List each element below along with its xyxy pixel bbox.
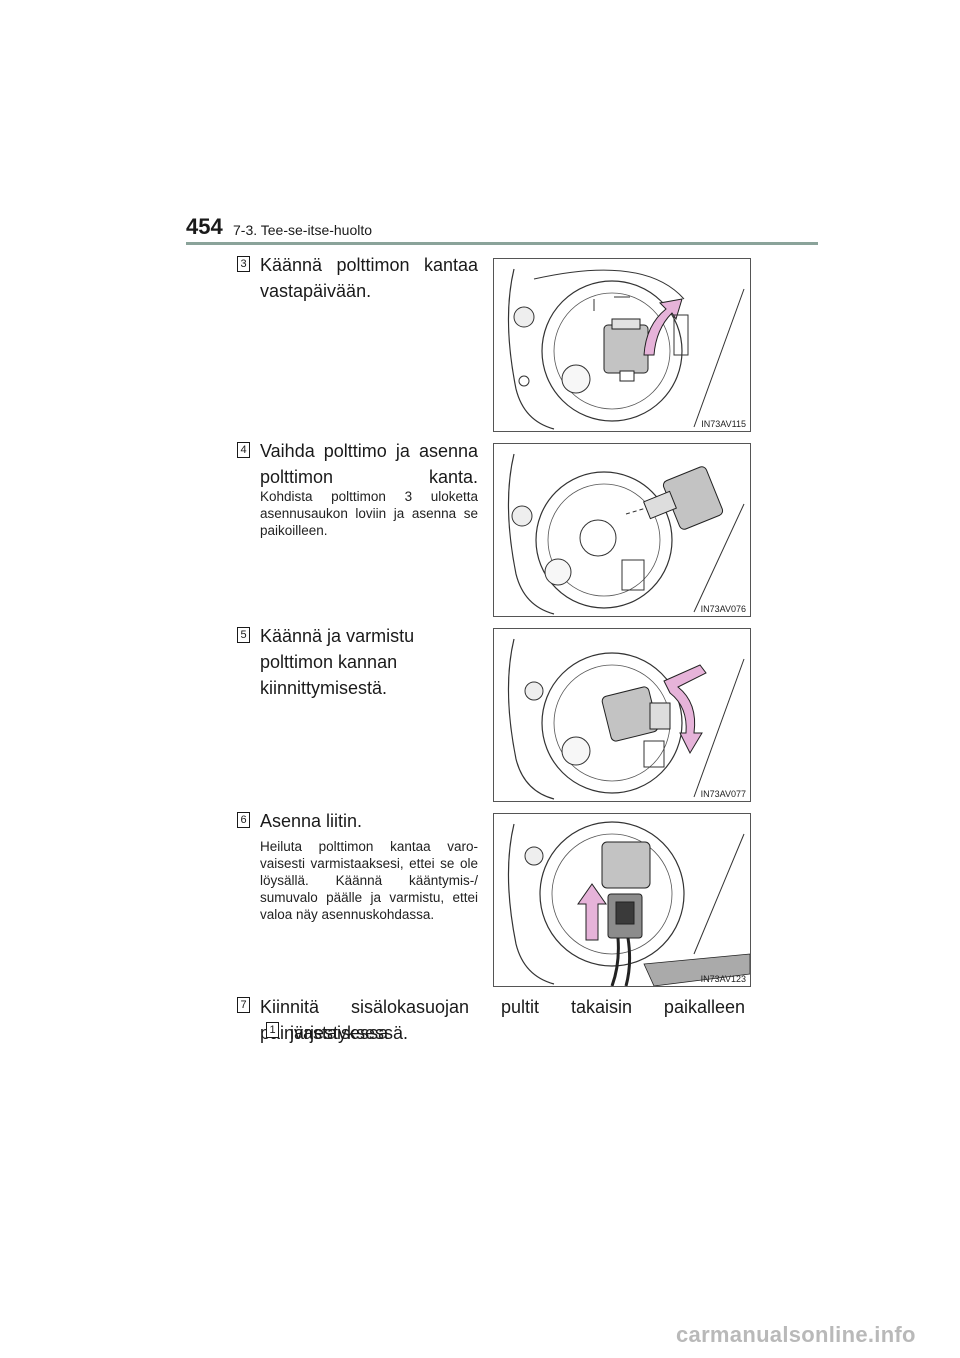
push-arrow-icon [577,883,607,941]
step-number-badge: 7 [237,997,250,1013]
bulb-socket-icon [603,324,649,374]
figure-bulb-socket-counterclockwise: IN73AV115 [493,258,751,432]
step-title: Vaihda polttimo ja asenna polttimon kant… [260,441,478,487]
step-number-badge: 6 [237,812,250,828]
figure-code: IN73AV115 [701,419,746,429]
step-number-badge: 4 [237,442,250,458]
header-rule [186,242,818,245]
step-title: Käännä ja varmistu polttimon kannan kiin… [260,626,415,698]
section-title: 7-3. Tee-se-itse-huolto [233,222,373,238]
rotation-arrow-icon [643,298,683,356]
figure-replace-bulb: IN73AV076 [493,443,751,617]
step-number-badge: 3 [237,256,250,272]
step-number-badge: 5 [237,627,250,643]
step-note: Heiluta polttimon kantaa varo-vaisesti v… [260,839,478,922]
figure-install-connector: IN73AV123 [493,813,751,987]
rotation-arrow-icon [663,664,707,755]
step-title: Asenna liitin. [260,811,363,831]
step-text: Kiinnitä sisälokasuojan pultit takaisin … [260,997,745,1043]
figure-secure-bulb-socket: IN73AV077 [493,628,751,802]
figure-code: IN73AV077 [700,789,746,799]
step-text-continued: järjestyksessä. [290,1023,409,1043]
watermark: carmanualsonline.info [676,1322,916,1347]
figure-code: IN73AV123 [700,974,746,984]
page-number: 454 [186,214,223,239]
figure-code: IN73AV076 [700,604,746,614]
step-note: Kohdista polttimon 3 uloketta asennusauk… [260,489,478,538]
step-reference-badge: 1 [266,1022,279,1038]
step-title: Käännä polttimon kantaa vastapäivään. [260,255,478,301]
